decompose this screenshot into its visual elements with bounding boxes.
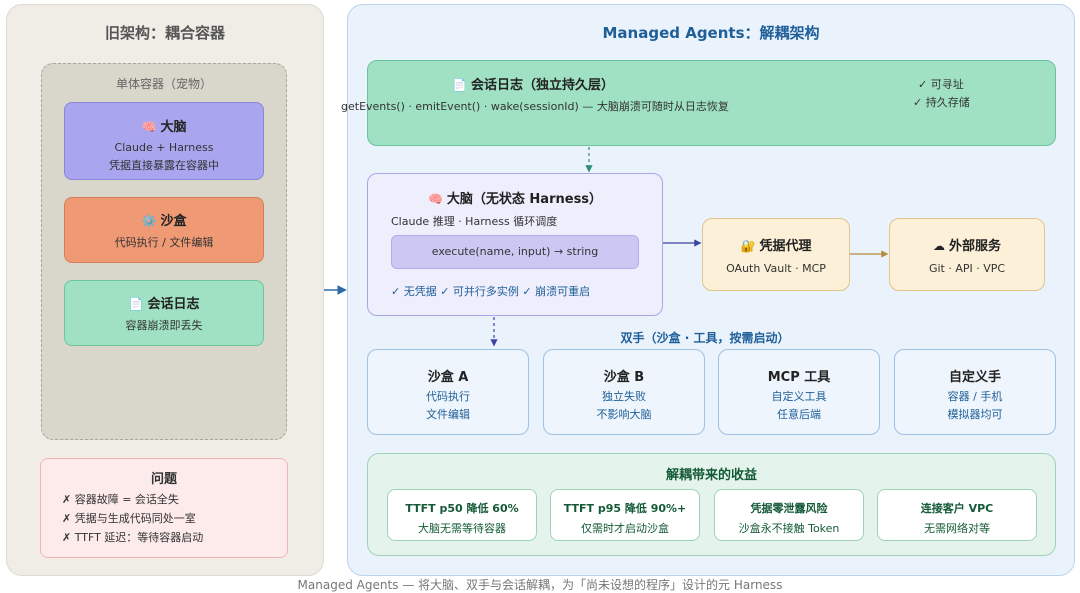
stateless-brain-checks: ✓ 无凭据 ✓ 可并行多实例 ✓ 崩溃可重启 bbox=[391, 285, 591, 298]
execute-signature: execute(name, input) → string bbox=[431, 245, 599, 258]
benefits-title: 解耦带来的收益 bbox=[665, 468, 757, 483]
session-log-title-row: 📄会话日志（独立持久层） bbox=[452, 74, 614, 93]
benefit-card: 连接客户 VPC 无需网络对等 bbox=[877, 489, 1037, 541]
hand-line2: 文件编辑 bbox=[426, 408, 470, 421]
hand-line1: 容器 / 手机 bbox=[947, 390, 1003, 403]
session-log-title: 会话日志（独立持久层） bbox=[470, 78, 614, 93]
benefit-sub: 沙盒永不接触 Token bbox=[738, 522, 840, 535]
old-brain-line2: 凭据直接暴露在容器中 bbox=[109, 159, 219, 172]
external-services-box: ☁外部服务 Git · API · VPC bbox=[889, 218, 1045, 291]
brain-icon: 🧠 bbox=[141, 120, 157, 134]
session-log-desc: getEvents() · emitEvent() · wake(session… bbox=[341, 100, 729, 113]
credential-proxy-box: 🔐凭据代理 OAuth Vault · MCP bbox=[702, 218, 850, 291]
hand-line1: 代码执行 bbox=[426, 390, 470, 403]
benefit-title: 连接客户 VPC bbox=[920, 502, 994, 515]
old-sandbox-box: ⚙️沙盒 代码执行 / 文件编辑 bbox=[64, 197, 264, 263]
old-log-line1: 容器崩溃即丢失 bbox=[125, 319, 203, 332]
hand-card: 沙盒 B 独立失败 不影响大脑 bbox=[543, 349, 705, 435]
lock-icon: 🔐 bbox=[740, 239, 756, 253]
new-architecture-title: Managed Agents：解耦架构 bbox=[602, 24, 820, 42]
cloud-icon: ☁ bbox=[932, 239, 945, 253]
old-sandbox-title: 沙盒 bbox=[160, 214, 187, 229]
old-log-title: 会话日志 bbox=[147, 297, 200, 312]
hand-title: MCP 工具 bbox=[767, 370, 831, 385]
container-label: 单体容器（宠物） bbox=[115, 77, 212, 91]
benefit-card: TTFT p95 降低 90%+ 仅需时才启动沙盒 bbox=[550, 489, 700, 541]
benefit-title: TTFT p50 降低 60% bbox=[405, 502, 519, 515]
problems-box bbox=[40, 458, 288, 558]
benefit-card: 凭据零泄露风险 沙盒永不接触 Token bbox=[714, 489, 864, 541]
hand-line2: 任意后端 bbox=[777, 408, 821, 421]
benefit-title: 凭据零泄露风险 bbox=[750, 502, 828, 515]
benefit-title: TTFT p95 降低 90%+ bbox=[563, 502, 687, 515]
old-sandbox-line1: 代码执行 / 文件编辑 bbox=[114, 236, 214, 249]
session-log-check-addressable: ✓ 可寻址 bbox=[918, 78, 964, 91]
credential-proxy-title: 凭据代理 bbox=[759, 239, 812, 254]
session-log-check-persistent: ✓ 持久存储 bbox=[913, 96, 970, 109]
hand-title: 自定义手 bbox=[948, 370, 1001, 385]
problem-item: ✗ 凭据与生成代码同处一室 bbox=[62, 512, 196, 525]
old-brain-title: 大脑 bbox=[160, 120, 187, 135]
benefit-sub: 大脑无需等待容器 bbox=[418, 522, 506, 535]
hand-card: 自定义手 容器 / 手机 模拟器均可 bbox=[894, 349, 1056, 435]
problems-title: 问题 bbox=[150, 472, 177, 487]
benefit-sub: 仅需时才启动沙盒 bbox=[581, 522, 669, 535]
hand-title: 沙盒 A bbox=[427, 370, 469, 385]
figure-caption: Managed Agents — 将大脑、双手与会话解耦，为「尚未设想的程序」设… bbox=[297, 578, 783, 592]
document-icon: 📄 bbox=[452, 78, 467, 92]
hand-line2: 不影响大脑 bbox=[596, 408, 652, 421]
hand-line2: 模拟器均可 bbox=[947, 408, 1003, 421]
old-brain-line1: Claude + Harness bbox=[114, 141, 214, 154]
brain-icon: 🧠 bbox=[427, 192, 443, 206]
session-log-box bbox=[367, 60, 1056, 146]
benefit-sub: 无需网络对等 bbox=[924, 522, 990, 535]
problem-item: ✗ 容器故障 = 会话全失 bbox=[62, 493, 179, 506]
external-services-sub: Git · API · VPC bbox=[928, 262, 1006, 275]
old-log-box: 📄会话日志 容器崩溃即丢失 bbox=[64, 280, 264, 346]
gear-icon: ⚙️ bbox=[141, 214, 157, 228]
hand-line1: 自定义工具 bbox=[771, 390, 827, 403]
stateless-brain-sub: Claude 推理 · Harness 循环调度 bbox=[391, 215, 558, 228]
old-architecture-title: 旧架构：耦合容器 bbox=[104, 24, 225, 42]
hand-line1: 独立失败 bbox=[602, 390, 646, 403]
execute-signature-box bbox=[391, 235, 639, 269]
hands-title: 双手（沙盒 · 工具，按需启动） bbox=[620, 331, 790, 345]
external-services-title: 外部服务 bbox=[948, 239, 1001, 254]
old-brain-box: 🧠大脑 Claude + Harness 凭据直接暴露在容器中 bbox=[64, 102, 264, 180]
hand-title: 沙盒 B bbox=[603, 370, 645, 385]
hand-card: 沙盒 A 代码执行 文件编辑 bbox=[367, 349, 529, 435]
stateless-brain-title: 大脑（无状态 Harness） bbox=[446, 192, 603, 207]
credential-proxy-sub: OAuth Vault · MCP bbox=[726, 262, 826, 275]
problem-item: ✗ TTFT 延迟：等待容器启动 bbox=[62, 531, 204, 544]
document-icon: 📄 bbox=[128, 297, 144, 311]
benefit-card: TTFT p50 降低 60% 大脑无需等待容器 bbox=[387, 489, 537, 541]
stateless-brain-title-row: 🧠大脑（无状态 Harness） bbox=[367, 188, 663, 207]
hand-card: MCP 工具 自定义工具 任意后端 bbox=[718, 349, 880, 435]
